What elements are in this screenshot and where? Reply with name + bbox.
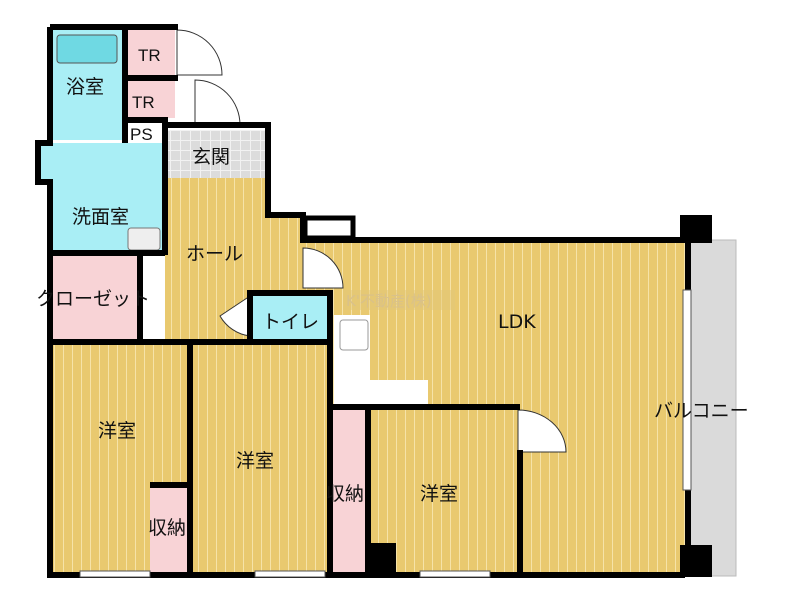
room-label-washroom: 洗面室	[72, 206, 129, 228]
window	[79, 570, 151, 578]
window	[419, 570, 491, 578]
room-label-storage-left: 収納	[148, 517, 186, 539]
room-label-tr2: TR	[132, 93, 155, 112]
column	[680, 545, 712, 577]
door-tr1	[176, 29, 223, 76]
room-label-ldk: LDK	[498, 311, 536, 333]
room-label-bath: 浴室	[66, 76, 104, 98]
washroom-floor	[38, 143, 165, 252]
watermark: K'不動産(株)	[346, 292, 432, 310]
kitchen-sink-icon	[339, 319, 369, 351]
kitchen-shelf	[302, 215, 356, 241]
bathtub-icon	[56, 34, 118, 64]
room-label-ps: PS	[130, 125, 153, 144]
entrance-floor	[165, 130, 265, 178]
storage-middle-floor	[332, 410, 366, 572]
tr1-floor	[128, 30, 175, 75]
room-label-tr1: TR	[138, 46, 161, 65]
storage-left-floor	[150, 487, 188, 572]
room-label-western-right: 洋室	[420, 483, 458, 505]
room-label-closet: クローゼット	[36, 288, 150, 310]
watermark-bg	[343, 290, 455, 310]
closet-floor	[52, 256, 138, 340]
window	[254, 570, 326, 578]
room-label-western-middle: 洋室	[236, 450, 274, 472]
door-western-right	[517, 409, 567, 453]
door-entrance	[194, 79, 241, 126]
wash-basin-icon	[127, 227, 161, 251]
western-room-middle-floor	[190, 343, 330, 573]
room-label-storage-middle: 収納	[326, 483, 364, 505]
balcony-area	[684, 239, 737, 577]
room-label-balcony: バルコニー	[654, 400, 749, 422]
column	[680, 215, 712, 243]
toilet-floor	[252, 294, 327, 340]
tr2-floor	[128, 80, 175, 118]
room-label-western-left: 洋室	[98, 420, 136, 442]
room-label-toilet: トイレ	[262, 311, 319, 333]
window	[682, 289, 692, 491]
door-ldk	[302, 247, 344, 289]
room-label-entrance: 玄関	[192, 146, 230, 168]
column	[368, 543, 396, 575]
room-label-hall: ホール	[186, 243, 243, 265]
